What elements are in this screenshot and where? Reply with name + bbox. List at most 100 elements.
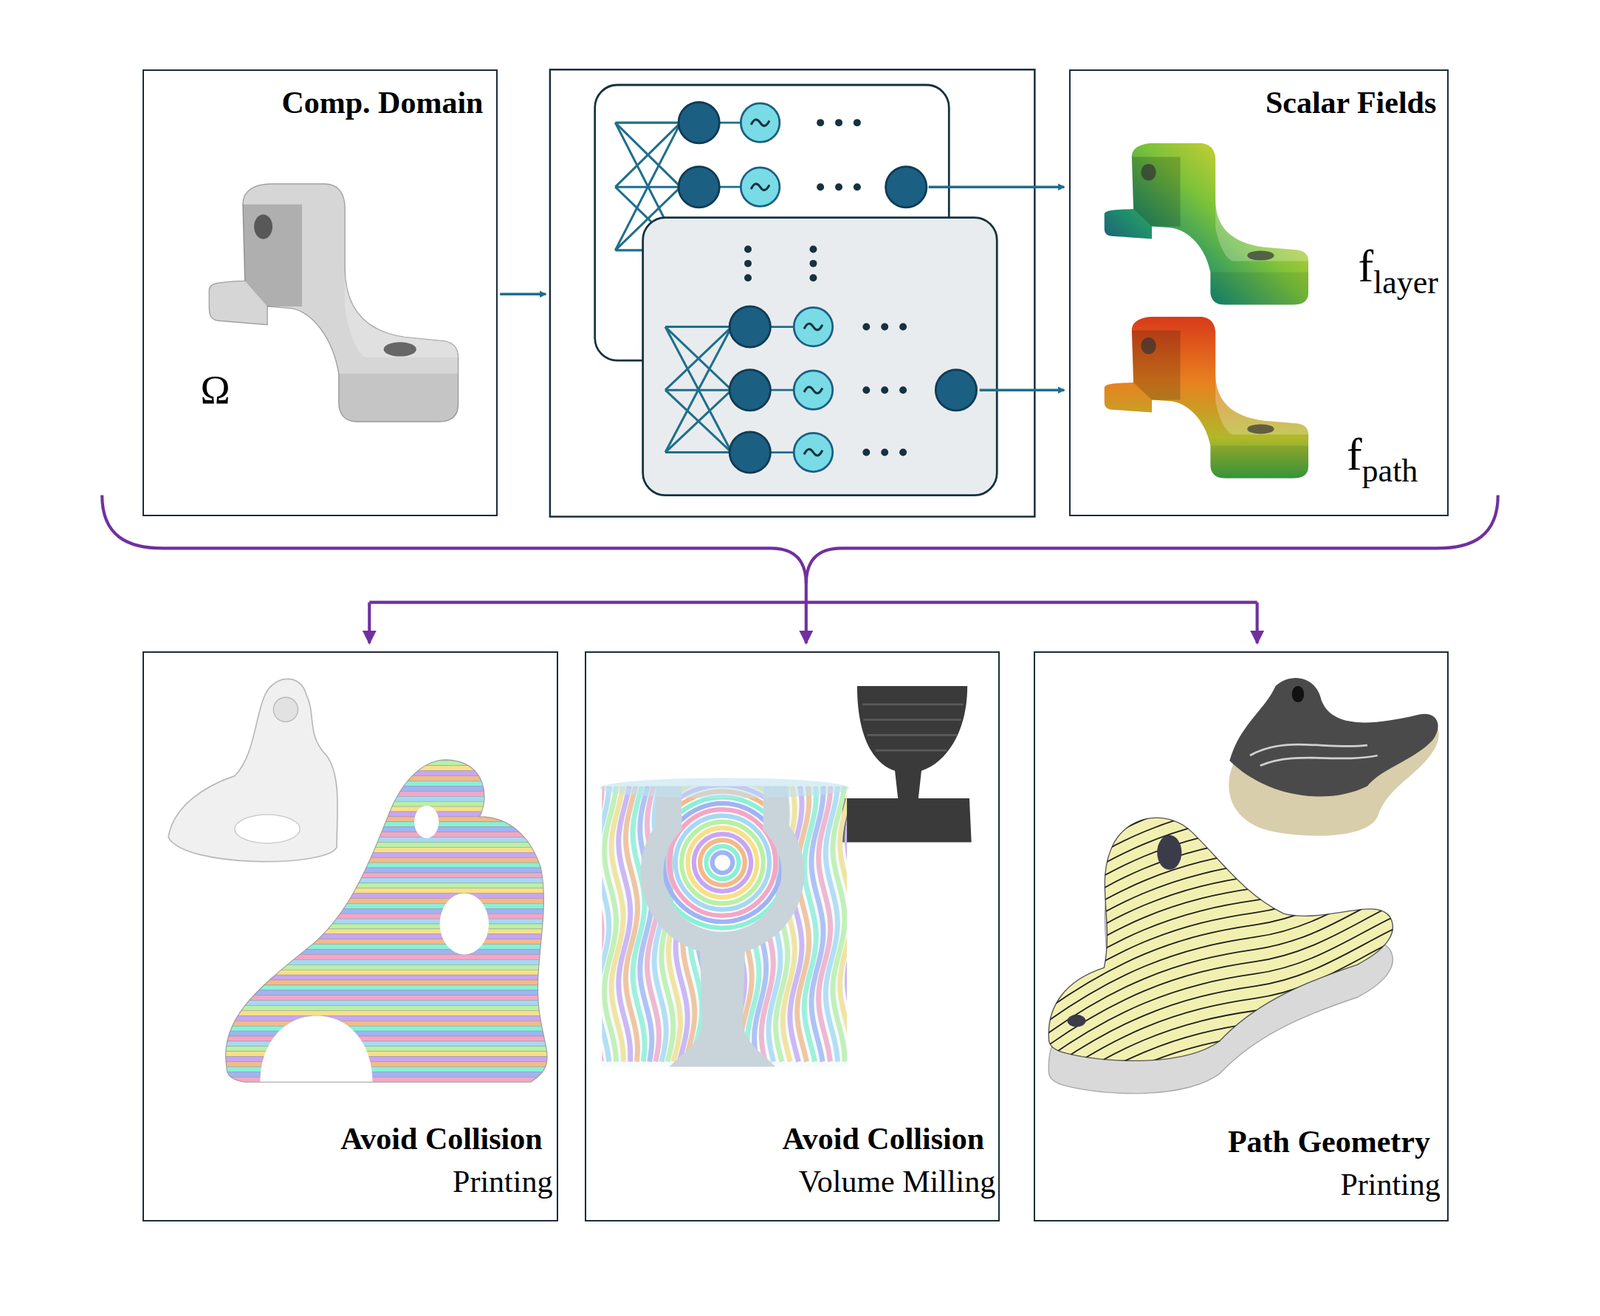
scalar-field-render xyxy=(1131,157,1309,305)
neuron xyxy=(678,166,720,208)
tool-path-lines xyxy=(1010,963,1429,1148)
cup-photo xyxy=(840,685,972,842)
bracket xyxy=(804,584,808,644)
activation-neuron xyxy=(740,103,780,143)
ellipsis-dots xyxy=(809,245,817,254)
panel-box: Path GeometryPrinting xyxy=(1033,651,1449,1222)
network-block xyxy=(643,217,998,496)
tool-path-lines xyxy=(1010,755,1429,940)
layer-stripes xyxy=(208,750,562,1087)
layer-stripes xyxy=(208,846,562,853)
layer-stripes xyxy=(208,857,562,863)
sculpture-photo xyxy=(234,814,300,844)
domain-symbol: Ω xyxy=(200,366,230,413)
panel-box: Scalar Fieldsflayerfpath xyxy=(1069,69,1449,517)
layer-stripes xyxy=(208,913,562,919)
scalar-field-render xyxy=(1100,139,1314,310)
tool-path-lines xyxy=(1010,840,1429,1025)
ellipsis-dots xyxy=(809,259,817,268)
ellipsis-dots xyxy=(862,448,870,457)
part-render xyxy=(242,204,459,422)
tool-path-lines xyxy=(1010,792,1429,977)
milling-layers xyxy=(657,797,788,929)
flow-arrow xyxy=(928,185,1065,188)
neuron xyxy=(678,101,720,143)
activation-neuron xyxy=(740,103,780,207)
layer-stripes xyxy=(208,852,562,858)
activation-neuron xyxy=(793,307,833,472)
layer-stripes xyxy=(208,1046,562,1052)
cup-photo xyxy=(862,704,964,751)
layer-stripes xyxy=(208,1015,562,1021)
panel-box: Avoid CollisionVolume Milling xyxy=(584,651,1000,1222)
part-render xyxy=(208,183,458,422)
activation-neuron xyxy=(793,432,833,472)
flow-arrow xyxy=(979,388,1065,391)
layer-stripes xyxy=(208,801,562,807)
ellipsis-dots xyxy=(744,259,752,268)
field-name: fpath xyxy=(1346,428,1418,491)
milling-layers xyxy=(681,821,764,904)
layer-stripes xyxy=(208,1025,562,1031)
panel-box: Avoid CollisionPrinting xyxy=(142,651,558,1222)
layer-stripes xyxy=(208,760,562,766)
panel-subtitle: Printing xyxy=(1340,1166,1440,1203)
part-hole xyxy=(1067,1014,1087,1028)
layer-stripes xyxy=(208,826,562,833)
bracket xyxy=(101,495,807,585)
layer-stripes xyxy=(208,897,562,903)
panel-heading: Scalar Fields xyxy=(1265,84,1437,121)
layer-stripes xyxy=(208,984,562,991)
ellipsis-dots xyxy=(744,245,817,283)
bracket xyxy=(369,601,1257,604)
sculpture-photo xyxy=(273,697,298,722)
tool-path-lines xyxy=(1010,926,1429,1111)
layer-stripes xyxy=(208,841,562,847)
layer-stripes xyxy=(208,974,562,980)
layer-stripes xyxy=(208,785,562,791)
output-neuron xyxy=(935,369,977,411)
layer-stripes xyxy=(208,862,562,868)
ellipsis-dots xyxy=(862,323,870,331)
layer-stripes xyxy=(208,944,562,950)
neuron xyxy=(729,431,771,473)
activation-neuron xyxy=(750,119,770,126)
layer-stripes xyxy=(208,995,562,1001)
panel-heading: Avoid Collision xyxy=(782,1120,985,1157)
sculpture-holes xyxy=(225,759,548,1082)
network-connection xyxy=(665,389,732,452)
milling-layers xyxy=(687,827,757,898)
panel-heading: Path Geometry xyxy=(1227,1123,1431,1160)
network-connection xyxy=(615,122,681,187)
layer-stripes xyxy=(208,1005,562,1011)
tripod-photo xyxy=(1228,677,1439,836)
neuron xyxy=(678,101,720,207)
tripod-photo xyxy=(1292,685,1305,703)
layer-stripes xyxy=(208,1041,562,1047)
tool-path-lines xyxy=(1010,865,1429,1050)
network-connection xyxy=(665,327,732,453)
tool-path-lines xyxy=(1010,804,1429,988)
layer-stripes xyxy=(208,795,562,802)
milling-layers xyxy=(663,803,782,922)
sculpture-photo xyxy=(168,678,338,861)
network-block xyxy=(643,217,998,496)
neuron xyxy=(729,369,771,411)
panel-box: Comp. DomainΩ xyxy=(142,69,498,517)
panel-heading: Comp. Domain xyxy=(281,84,483,121)
sculpture-photo xyxy=(168,678,338,861)
layer-stripes xyxy=(208,969,562,975)
ellipsis-dots xyxy=(853,118,861,127)
goblet-part xyxy=(640,785,805,1067)
tool-path-lines xyxy=(1010,877,1429,1062)
layer-stripes xyxy=(208,908,562,914)
activation-neuron xyxy=(804,386,823,393)
ellipsis-dots xyxy=(853,183,861,191)
scalar-field-render xyxy=(1100,139,1314,310)
milling-layers xyxy=(669,809,777,916)
layer-stripes xyxy=(208,923,562,929)
ellipsis-dots xyxy=(880,386,889,394)
layer-stripes xyxy=(208,953,562,960)
